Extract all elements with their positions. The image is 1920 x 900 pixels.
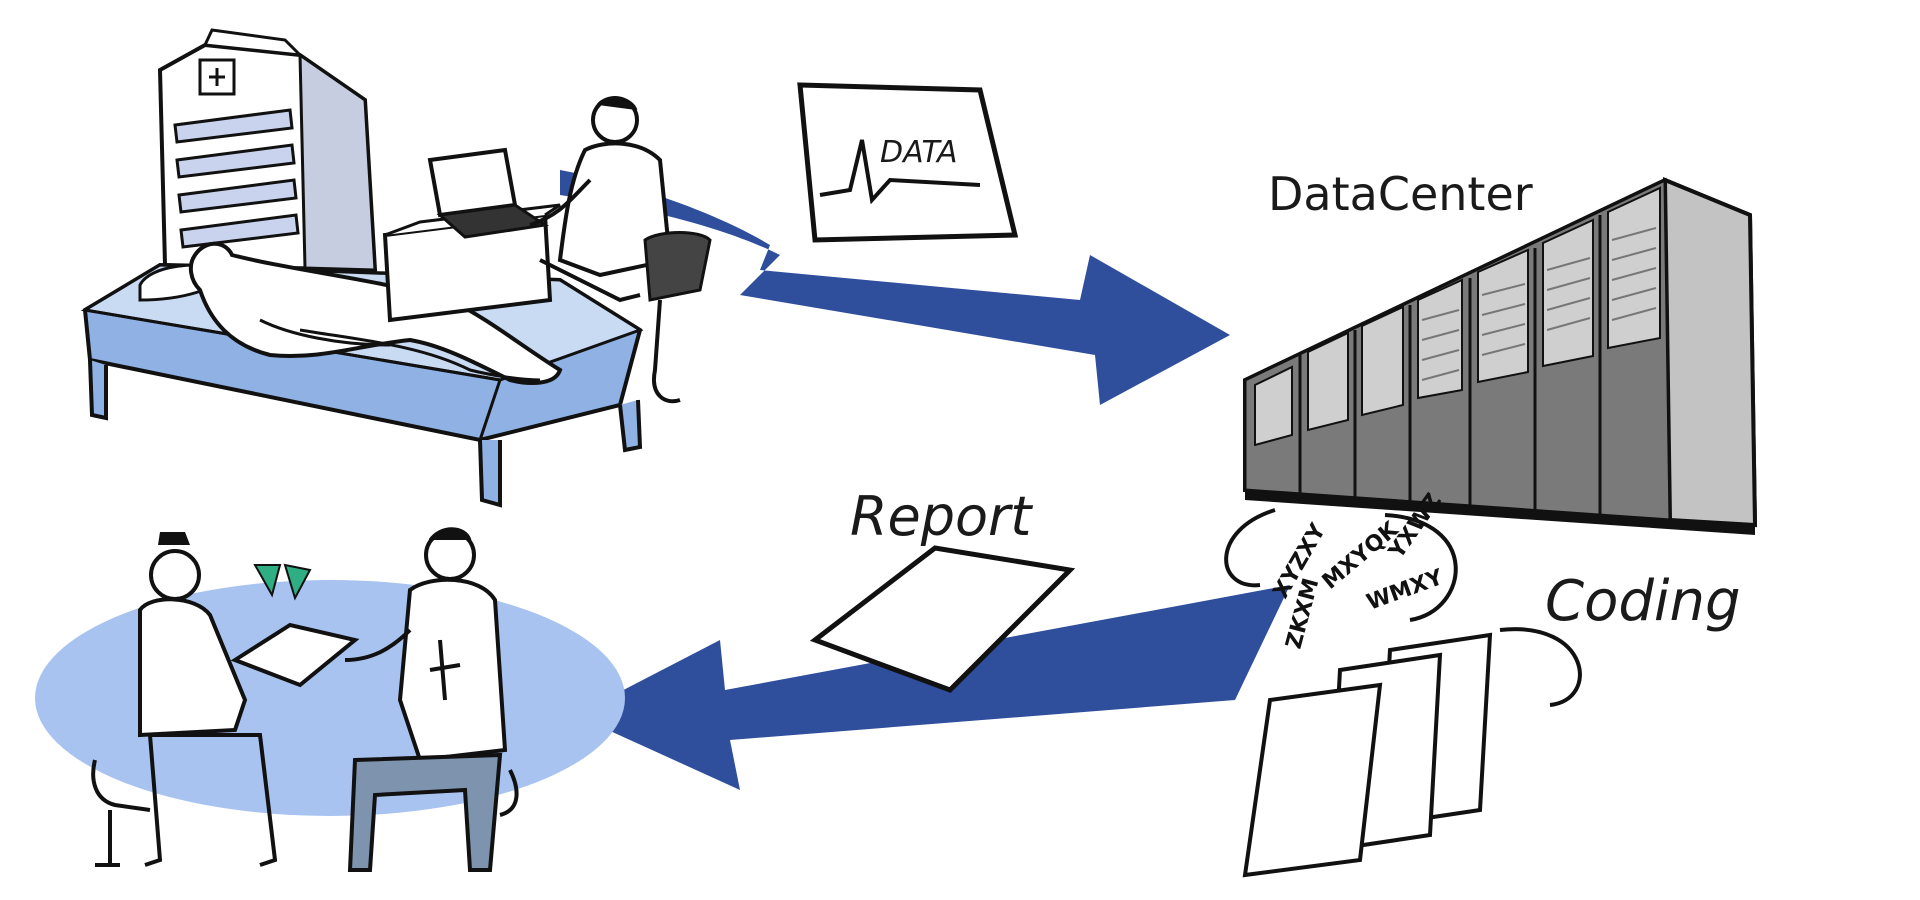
datacenter-server-rack-icon <box>1243 176 1758 535</box>
report-arrow <box>575 585 1290 790</box>
coding-label: Coding <box>1545 569 1741 634</box>
data-card-label: DATA <box>880 135 958 170</box>
hospital-building-icon <box>157 28 378 273</box>
report-label: Report <box>850 485 1033 548</box>
datacenter-label: DataCenter <box>1268 167 1533 221</box>
coding-documents-icon: XYZXY MXYQK WMXY ZKXM YXWZ <box>1224 489 1582 878</box>
patient-on-bed-icon <box>80 241 644 508</box>
data-waveform-card-icon: DATA <box>797 82 1019 243</box>
consultation-doctor-patient-icon <box>35 527 625 872</box>
report-paper-icon <box>809 545 1076 693</box>
technician-at-computer-icon <box>382 96 712 404</box>
upload-arrow <box>560 170 1230 405</box>
